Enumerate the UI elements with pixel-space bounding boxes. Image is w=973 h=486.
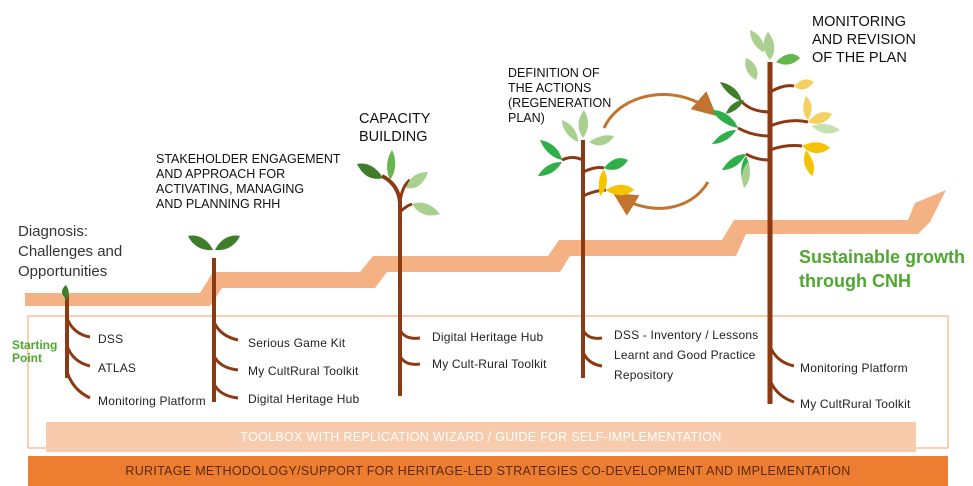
plant-growing: [538, 110, 634, 378]
stage-title-monitoring: MONITORING AND REVISION OF THE PLAN: [812, 14, 916, 66]
growth-label: Sustainable growth through CNH: [799, 247, 966, 291]
diagnosis-label: Diagnosis: Challenges and Opportunities: [18, 223, 123, 280]
growth-arrow: [25, 190, 946, 306]
tool-definition-1: DSS - Inventory / Lessons: [614, 328, 759, 342]
tool-stakeholder-1: Serious Game Kit: [248, 336, 346, 350]
cycle-arrow-bottom: [612, 181, 710, 216]
starting-point-label: Starting Point: [12, 338, 58, 365]
tool-capacity-2: My Cult-Rural Toolkit: [432, 357, 547, 371]
tool-definition-2: Learnt and Good Practice: [614, 348, 756, 362]
tool-stakeholder-3: Digital Heritage Hub: [248, 392, 360, 406]
tool-diagnosis-1: DSS: [98, 332, 124, 346]
stage-title-definition: DEFINITION OF THE ACTIONS (REGENERATION …: [508, 66, 612, 125]
cycle-arrow-top: [602, 91, 717, 129]
tool-diagnosis-3: Monitoring Platform: [98, 394, 206, 408]
tool-monitoring-2: My CultRural Toolkit: [800, 397, 911, 411]
stage-title-capacity: CAPACITY BUILDING: [359, 111, 431, 145]
tool-monitoring-1: Monitoring Platform: [800, 361, 908, 375]
tool-capacity-1: Digital Heritage Hub: [432, 330, 544, 344]
tool-diagnosis-2: ATLAS: [98, 361, 137, 375]
plant-tree: [712, 30, 840, 404]
methodology-base-bar: RURITAGE METHODOLOGY/SUPPORT FOR HERITAG…: [28, 456, 948, 486]
plant-young: [357, 150, 440, 396]
tool-stakeholder-2: My CultRural Toolkit: [248, 364, 359, 378]
plant-sprout: [188, 235, 240, 402]
tool-definition-3: Repository: [614, 368, 674, 382]
stage-title-stakeholder: STAKEHOLDER ENGAGEMENT AND APPROACH FOR …: [156, 152, 341, 211]
plant-seedling: [62, 285, 91, 400]
toolbox-bar: TOOLBOX WITH REPLICATION WIZARD / GUIDE …: [46, 422, 916, 452]
